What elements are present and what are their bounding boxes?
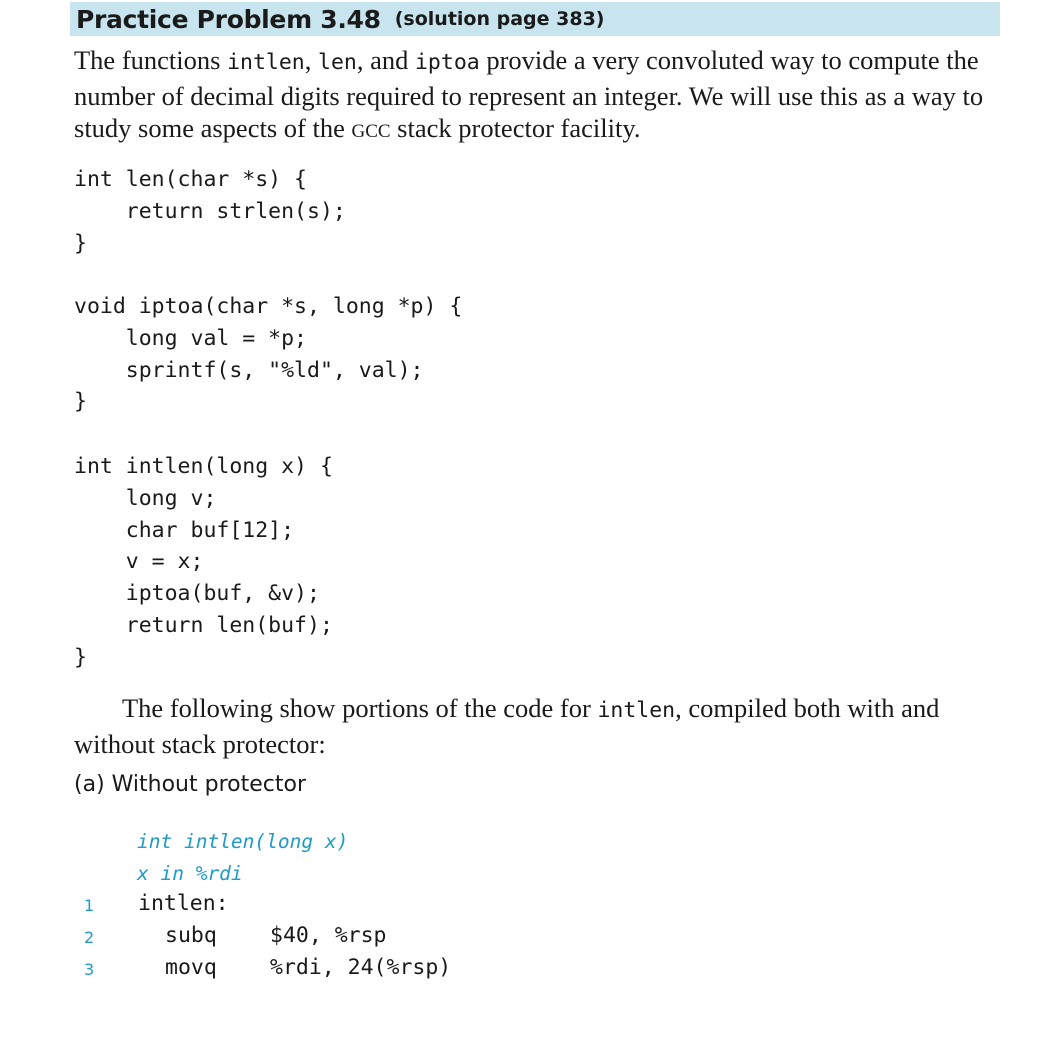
line-number: 1	[84, 896, 95, 915]
asm-line: 1 intlen:	[0, 891, 700, 923]
intro-text: The functions	[74, 45, 228, 75]
followup-paragraph: The following show portions of the code …	[74, 692, 1004, 760]
asm-opcode: subq	[165, 923, 217, 948]
followup-text: , compiled both with and without stack p…	[74, 693, 940, 759]
code-intlen: intlen	[227, 50, 305, 75]
intro-text: , and	[356, 45, 415, 75]
code-intlen: intlen	[597, 698, 676, 723]
intro-text: ,	[304, 45, 318, 75]
asm-line: 3 movq %rdi, 24(%rsp)	[0, 955, 700, 987]
code-len-function: int len(char *s) { return strlen(s); }	[74, 167, 346, 256]
code-len: len	[318, 50, 357, 75]
gcc-acronym: gcc	[351, 113, 391, 143]
code-intlen-function: int intlen(long x) { long v; char buf[12…	[74, 454, 333, 670]
intro-text: provide a very convoluted way to compute…	[74, 45, 984, 143]
asm-line: 2 subq $40, %rsp	[0, 923, 700, 955]
asm-operands: $40, %rsp	[270, 923, 387, 948]
asm-comment-signature: int intlen(long x)	[137, 830, 349, 853]
problem-header: Practice Problem 3.48 (solution page 383…	[70, 2, 1000, 36]
asm-comment-register: x in %rdi	[137, 862, 243, 885]
asm-opcode: movq	[165, 955, 217, 980]
line-number: 3	[84, 960, 95, 979]
section-a-heading: (a) Without protector	[74, 772, 306, 797]
followup-text: The following show portions of the code …	[122, 693, 598, 723]
problem-title: Practice Problem 3.48	[76, 4, 381, 34]
intro-paragraph: The functions intlen, len, and iptoa pro…	[74, 44, 1004, 145]
code-iptoa: iptoa	[414, 50, 480, 75]
solution-page-ref: (solution page 383)	[394, 8, 605, 30]
intro-text: stack protector facility.	[390, 113, 641, 143]
asm-label: intlen:	[138, 891, 229, 916]
line-number: 2	[84, 928, 95, 947]
code-iptoa-function: void iptoa(char *s, long *p) { long val …	[74, 294, 463, 415]
asm-operands: %rdi, 24(%rsp)	[270, 955, 452, 980]
